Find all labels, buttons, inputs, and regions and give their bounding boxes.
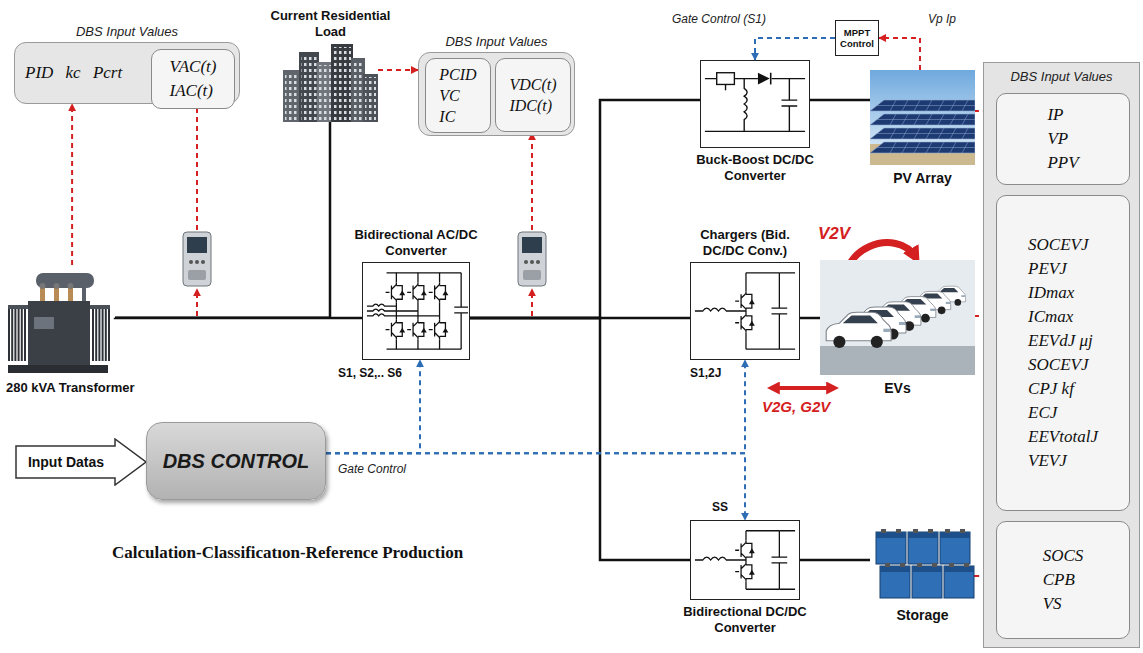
input-values-group: DBS Input ValuesPCID VC ICVDC(t) IDC(t) — [418, 52, 575, 136]
switch-signal: S1,2J — [690, 366, 721, 380]
data-arrow — [71, 104, 73, 265]
input-values-panel: DBS Input Values IP VP PPV SOCEVJ PEVJ IDm… — [983, 62, 1140, 648]
dcdc-illustration — [691, 263, 799, 359]
converter-box: Bidirectional AC/DC Converter — [362, 262, 470, 360]
control-label: DBS CONTROL — [163, 450, 310, 473]
evs-illustration — [820, 260, 975, 375]
converter-box: Bidirectional DC/DC Converter — [690, 520, 800, 600]
converter-label: Bidirectional AC/DC Converter — [346, 227, 486, 259]
variable-list: PCID VC IC — [439, 64, 476, 127]
control-box: DBS CONTROL — [146, 422, 326, 500]
gate-control-arrow — [326, 360, 745, 453]
load-label: Current Residential Load — [256, 8, 406, 40]
power-line — [810, 99, 870, 102]
converter-label: Bidirectional DC/DC Converter — [675, 604, 815, 636]
variable-list: PID kc Pcrt — [25, 61, 122, 85]
data-arrow — [378, 69, 418, 71]
charger-label: Chargers (Bid. DC/DC Conv.) — [680, 227, 810, 259]
ev-label: EVs — [884, 380, 910, 396]
gate-control-arrow — [326, 360, 420, 453]
storage-illustration — [870, 518, 975, 602]
gate-control-arrow — [326, 453, 745, 520]
acdc-illustration — [363, 263, 469, 359]
gate-control-arrow — [755, 38, 835, 60]
buck-illustration — [701, 61, 809, 147]
storage-values-box: SOCS CPB VS — [996, 521, 1130, 639]
v2g-arrow — [772, 386, 834, 390]
pv-label: PV Array — [893, 170, 952, 186]
power-line — [115, 122, 330, 318]
edge-label: Gate Control (S1) — [672, 12, 766, 26]
transformer: 280 kVA Transformer — [2, 265, 115, 375]
measurement-box: PCID VC IC — [425, 58, 491, 133]
panel-heading: DBS Input Values — [984, 69, 1139, 84]
group-heading: DBS Input Values — [445, 34, 547, 49]
measurement-box: VAC(t) IAC(t) — [151, 49, 235, 109]
variable-list: IP VP PPV — [1047, 103, 1078, 175]
converter-box: Buck-Boost DC/DC Converter — [700, 60, 810, 148]
dcdc-illustration — [691, 521, 799, 599]
power-line — [800, 317, 820, 320]
power-line — [800, 559, 870, 562]
mppt-box: MPPT Control — [835, 20, 879, 56]
residential-load: Current Residential Load — [283, 44, 378, 122]
storage-label: Storage — [896, 607, 948, 623]
variable-list: SOCS CPB VS — [1043, 544, 1084, 616]
data-arrow — [879, 38, 920, 70]
variable-list: SOCEVJ PEVJ IDmax ICmax EEVdJ μj SOCEVJ … — [1028, 233, 1098, 473]
ev-values-box: SOCEVJ PEVJ IDmax ICmax EEVdJ μj SOCEVJ … — [996, 195, 1130, 511]
v2v-label: V2V — [818, 224, 850, 244]
converter-label: Buck-Boost DC/DC Converter — [690, 152, 820, 184]
ev-fleet: EVs — [820, 260, 975, 375]
edge-label: Vp Ip — [928, 12, 956, 26]
input-values-group: DBS Input ValuesPID kc PcrtVAC(t) IAC(t) — [14, 42, 240, 104]
pv-illustration — [870, 70, 975, 165]
switch-signal: S1, S2,.. S6 — [338, 366, 402, 380]
switch-signal: SS — [712, 500, 728, 514]
pv-values-box: IP VP PPV — [996, 93, 1130, 185]
pv-array: PV Array — [870, 70, 975, 165]
power-line — [115, 317, 362, 320]
charger-box: Chargers (Bid. DC/DC Conv.) — [690, 262, 800, 360]
measurement-box: VDC(t) IDC(t) — [495, 58, 571, 132]
variable-list: VAC(t) IAC(t) — [170, 55, 217, 103]
input-arrow: Input Datas — [15, 438, 147, 486]
transformer-label: 280 kVA Transformer — [6, 380, 135, 396]
trans-illustration — [2, 265, 115, 375]
gate-control-note: Gate Control — [338, 462, 406, 476]
building-illustration — [283, 44, 378, 122]
storage-battery: Storage — [870, 518, 975, 602]
group-heading: DBS Input Values — [76, 24, 178, 39]
power-line — [470, 318, 690, 560]
input-label: Input Datas — [28, 454, 104, 470]
meter-icon — [183, 232, 211, 286]
v2g-label: V2G, G2V — [762, 398, 830, 415]
meter-icon — [518, 232, 546, 286]
control-caption: Calculation-Classificatıon-Reference Pro… — [112, 543, 463, 563]
mppt-label: MPPT Control — [837, 27, 877, 49]
variable-list: VDC(t) IDC(t) — [509, 74, 556, 116]
